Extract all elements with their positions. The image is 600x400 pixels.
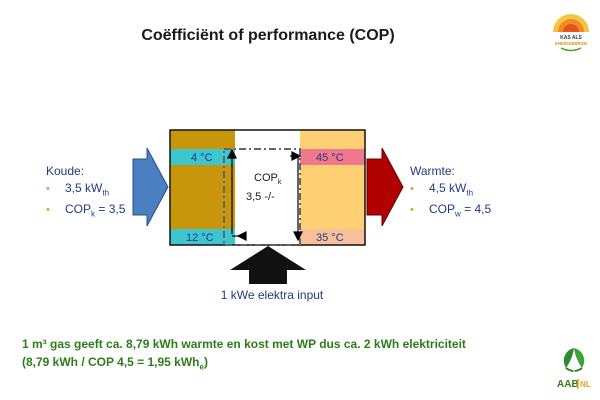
hot-top-temp: 45 °C [316, 152, 344, 164]
compressor-area [235, 130, 300, 245]
heat-heading: Warmte: [410, 164, 455, 178]
electric-input-arrow-icon [230, 246, 306, 284]
hot-reservoir-block [300, 130, 365, 245]
cold-top-band [170, 149, 235, 165]
kas-als-energiebron-logo: KAS ALS ENERGIEBRON [551, 14, 591, 52]
aab-logo: AAB NL [557, 348, 591, 390]
hot-bottom-temp: 35 °C [316, 232, 344, 244]
aab-logo-text: AAB [557, 379, 579, 390]
refrigerant-loop [223, 148, 301, 246]
arrow-left-icon [236, 231, 247, 241]
slide-title: Coëfficiënt of performance (COP) [141, 27, 395, 44]
cold-power: 3,5 kWth [65, 181, 110, 198]
cold-bottom-band [170, 229, 235, 245]
electric-input-label: 1 kWe elektra input [220, 288, 324, 302]
footer-line-2: (8,79 kWh / COP 4,5 = 1,95 kWhe) [22, 355, 208, 372]
bullet-icon: • [46, 204, 50, 217]
heat-output-arrow-icon [366, 147, 404, 227]
cold-cop: COPk = 3,5 [65, 202, 126, 219]
cold-reservoir-block [170, 130, 235, 245]
heat-info-panel: Warmte: • 4,5 kWth • COPw = 4,5 [410, 163, 491, 223]
arrow-down-icon [293, 231, 303, 242]
cop-label: COPk [254, 172, 282, 186]
heat-cop: COPw = 4,5 [429, 202, 492, 219]
cold-heading: Koude: [46, 164, 85, 178]
cold-cop-row: • COPk = 3,5 [46, 201, 125, 222]
flow-arrows [227, 148, 303, 242]
bullet-icon: • [410, 204, 414, 217]
heat-power: 4,5 kWth [429, 181, 474, 198]
sun-rays-icon [553, 14, 589, 32]
diagram-border [169, 129, 366, 246]
cold-info-panel: Koude: • 3,5 kWth • COPk = 3,5 [46, 163, 125, 223]
cold-input-arrow-icon [132, 147, 169, 227]
aab-logo-nl: NL [580, 380, 591, 389]
logo-text-1: KAS ALS [560, 35, 582, 41]
cop-value: 3,5 -/- [246, 191, 275, 203]
cold-bottom-temp: 12 °C [186, 232, 214, 244]
hot-top-band [300, 149, 365, 165]
cold-power-row: • 3,5 kWth [46, 180, 125, 201]
bullet-icon: • [410, 183, 414, 195]
heat-power-row: • 4,5 kWth [410, 180, 491, 201]
cold-top-temp: 4 °C [191, 152, 213, 164]
arrow-right-icon [291, 151, 302, 161]
arrow-up-icon [227, 148, 237, 159]
footer-line-1: 1 m³ gas geeft ca. 8,79 kWh warmte en ko… [22, 337, 466, 351]
logo-text-2: ENERGIEBRON [555, 41, 587, 46]
bullet-icon: • [46, 183, 50, 195]
plant-leaf-icon [563, 348, 585, 372]
hot-bottom-band [300, 229, 365, 245]
heat-cop-row: • COPw = 4,5 [410, 201, 491, 222]
